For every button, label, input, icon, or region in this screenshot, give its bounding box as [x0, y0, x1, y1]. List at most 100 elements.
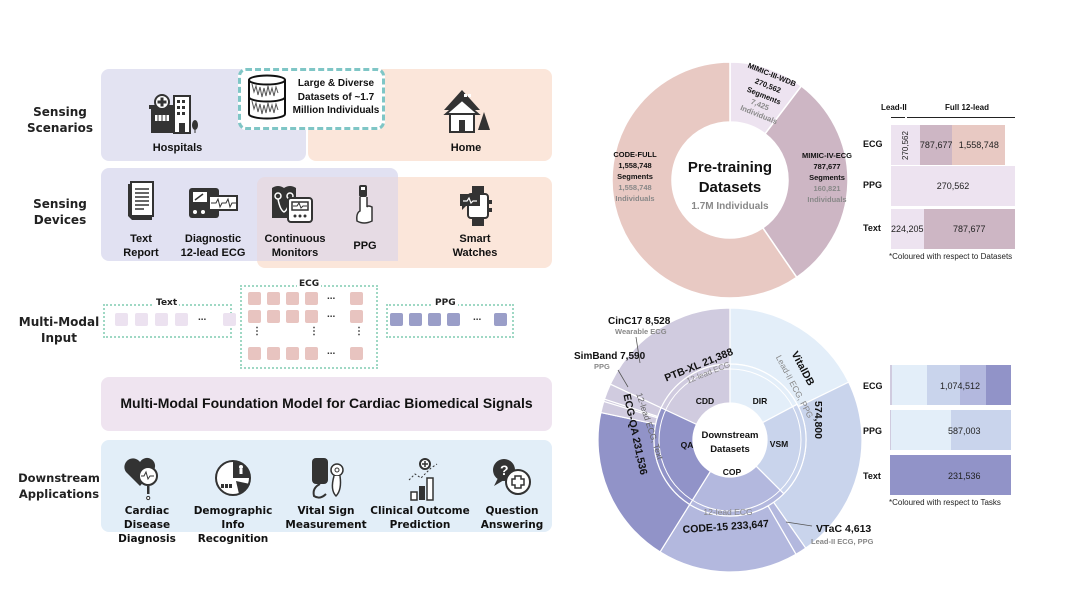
patient-monitor-icon	[272, 186, 313, 223]
bar-segment: 1,558,748	[952, 125, 1006, 165]
pretrain-bars-note: *Coloured with respect to Datasets	[889, 252, 1013, 261]
donut-hole	[672, 122, 788, 238]
ecg-token	[248, 310, 261, 323]
device-label-text-report: Text Report	[123, 233, 159, 259]
foundation-model-title: Multi-Modal Foundation Model for Cardiac…	[120, 395, 533, 411]
ppg-token	[494, 313, 507, 326]
full-12-lead-header: Full 12-lead	[945, 103, 990, 112]
ecg-token	[286, 310, 299, 323]
svg-text:MIMIC-IV-ECG: MIMIC-IV-ECG	[802, 151, 852, 160]
text-total: 231,536	[948, 471, 981, 481]
bar-segment	[960, 365, 987, 405]
question-chat-icon: ?	[493, 459, 531, 495]
text-token	[155, 313, 168, 326]
ppg-ellipsis: ...	[473, 312, 482, 323]
bar-segment-value: 1,558,748	[958, 140, 999, 150]
row-label-downstream-applications: Downstream Applications	[18, 471, 100, 501]
ecg-token	[305, 310, 318, 323]
svg-text:Segments: Segments	[617, 172, 653, 181]
row-label-sensing-scenarios: Sensing Scenarios	[27, 105, 93, 135]
ppg-token	[447, 313, 460, 326]
bar-segment	[986, 365, 1011, 405]
inner-label-cop: COP	[723, 467, 742, 477]
full-12-lead-bracket	[907, 117, 1015, 118]
cinc17-name: CinC17 8,528	[608, 316, 671, 327]
foundation-model-panel	[101, 377, 552, 431]
downstream-sunburst-chart: Downstream Datasets CDD DIR VSM COP QA P…	[574, 307, 874, 573]
svg-text:?: ?	[500, 462, 509, 478]
device-label-continuous-monitors: Continuous Monitors	[264, 233, 326, 259]
bar-segment-value: 270,562	[936, 181, 970, 191]
ecg-total: 1,074,512	[940, 381, 981, 391]
row-label-sensing-devices: Sensing Devices	[33, 197, 87, 227]
ecg-token	[350, 347, 363, 360]
row-label-text: Text	[863, 223, 881, 233]
vtac-leader	[785, 521, 813, 527]
svg-text:160,821: 160,821	[813, 184, 840, 193]
database-icon	[248, 74, 286, 120]
bar-text: 224,205 787,677	[891, 209, 1015, 249]
ppg-input-title: PPG	[433, 298, 458, 308]
cinc17-leader	[635, 336, 641, 364]
ecg-token	[286, 347, 299, 360]
svg-text:12-lead ECG: 12-lead ECG	[703, 507, 752, 517]
ppg-token	[428, 313, 441, 326]
bar-segment-value: 224,205	[891, 224, 924, 234]
heart-magnifier-icon	[124, 457, 158, 501]
bar-segment	[891, 410, 952, 450]
device-label-smart-watches: Smart Watches	[452, 233, 498, 259]
document-icon	[128, 181, 154, 220]
bar-segment	[890, 365, 893, 405]
simband-modality: PPG	[594, 362, 610, 371]
datasets-callout	[238, 68, 385, 130]
downstream-title-line2: Datasets	[710, 444, 750, 455]
ecg-ellipsis: ...	[327, 346, 336, 357]
pretrain-title-line1: Pre-training	[688, 159, 772, 176]
bar-segment	[951, 410, 1012, 450]
svg-text:1,558,748: 1,558,748	[618, 183, 651, 192]
hospitals-label: Hospitals	[152, 142, 203, 154]
row-label-ppg: PPG	[863, 180, 883, 190]
ecg-token	[267, 292, 280, 305]
bar-segment-value: 787,677	[953, 224, 986, 234]
text-input-title: Text	[154, 298, 180, 308]
ecg-machine-icon	[189, 188, 238, 218]
ecg-token	[286, 292, 299, 305]
row-label-text: Text	[863, 471, 881, 481]
cinc17-modality: Wearable ECG	[615, 327, 667, 336]
ecg-token	[305, 292, 318, 305]
text-token	[175, 313, 188, 326]
outcome-chart-icon	[408, 458, 438, 501]
svg-text:CODE-FULL: CODE-FULL	[613, 150, 657, 159]
ecg-token	[350, 292, 363, 305]
svg-text:Individuals: Individuals	[615, 194, 654, 203]
ecg-token	[267, 347, 280, 360]
inner-label-cdd: CDD	[696, 396, 714, 406]
text-token	[223, 313, 236, 326]
bar-segment: 270,562	[891, 166, 1015, 206]
bar-ppg: 270,562	[891, 166, 1015, 206]
downstream-bars-note: *Coloured with respect to Tasks	[889, 498, 1001, 507]
vtac-modality: Lead-II ECG, PPG	[811, 537, 874, 546]
applications-panel	[101, 440, 552, 532]
lead-ii-bracket	[891, 117, 905, 118]
downstream-bars: ECG PPG Text 1,074,512 587,003 231,536 *…	[855, 360, 1025, 510]
bar-segment: 270,562	[891, 125, 920, 165]
inner-label-vsm: VSM	[770, 439, 788, 449]
inner-label-qa: QA	[681, 440, 694, 450]
bar-segment-value: 270,562	[900, 130, 910, 160]
ecg-token	[305, 347, 318, 360]
row-label-ecg: ECG	[863, 139, 883, 149]
ecg-token	[248, 347, 261, 360]
ecg-vdots: ⋮	[252, 326, 262, 337]
inner-label-dir: DIR	[753, 396, 768, 406]
simband-name: SimBand 7,590	[574, 351, 646, 362]
bar-segment	[890, 410, 892, 450]
app-label-question-answering: Question Answering	[480, 505, 544, 531]
bar-segment	[926, 365, 960, 405]
app-label-cardiac-disease: Cardiac Disease Diagnosis	[118, 505, 176, 545]
bar-segment: 224,205	[891, 209, 924, 249]
ppg-token	[409, 313, 422, 326]
bar-segment	[890, 455, 1011, 495]
